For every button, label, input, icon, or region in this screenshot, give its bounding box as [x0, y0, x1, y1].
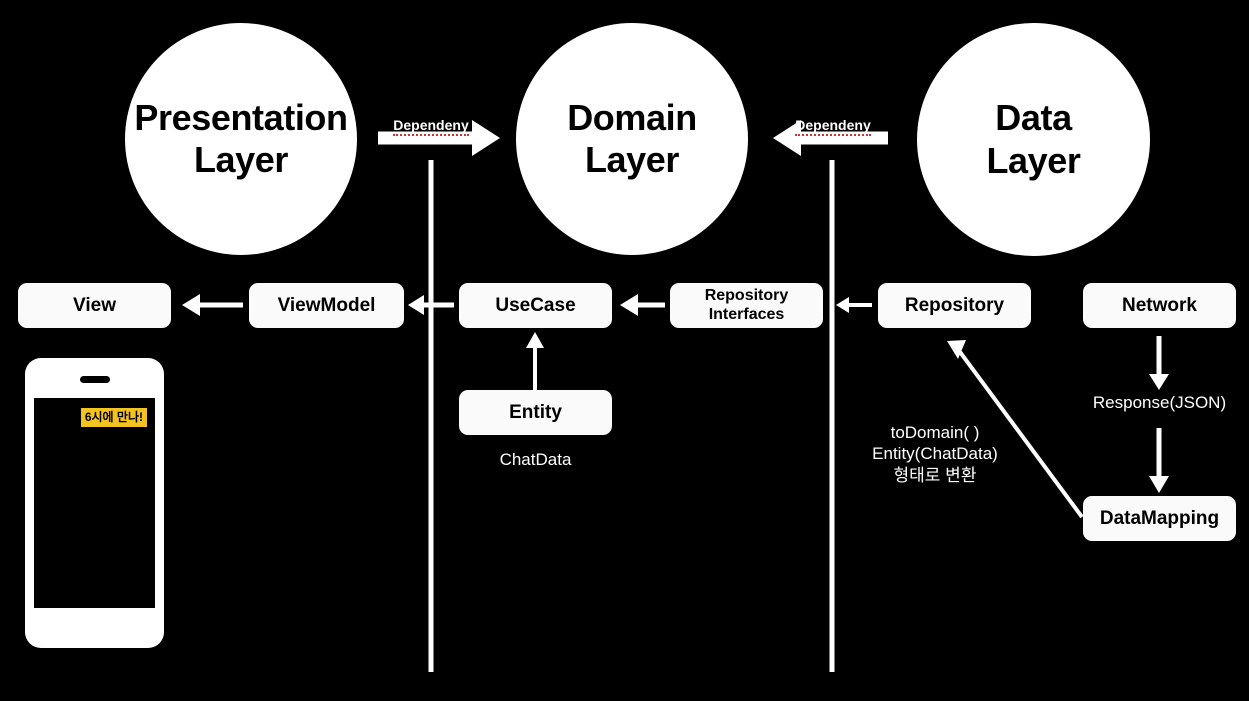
node-entity[interactable]: Entity [459, 390, 612, 435]
node-viewmodel-label: ViewModel [277, 294, 376, 316]
arrow-repository-to-repointerfaces [836, 297, 872, 313]
layer-label-domain: Domain Layer [567, 96, 697, 180]
node-datamapping-label: DataMapping [1099, 507, 1220, 529]
node-entity-label: Entity [509, 401, 562, 423]
arrow-usecase-to-viewmodel [408, 295, 454, 315]
node-usecase-label: UseCase [495, 294, 576, 316]
phone-screen: 6시에 만나! [34, 398, 155, 608]
node-viewmodel[interactable]: ViewModel [249, 283, 404, 328]
node-repository-label: Repository [904, 294, 1005, 316]
node-view-label: View [73, 294, 116, 316]
chat-bubble: 6시에 만나! [80, 408, 147, 427]
layer-circle-domain: Domain Layer [516, 23, 748, 255]
dependency-label-right: Dependeny [783, 99, 883, 136]
layer-circle-presentation: Presentation Layer [125, 23, 357, 255]
node-view[interactable]: View [18, 283, 171, 328]
node-usecase[interactable]: UseCase [459, 283, 612, 328]
entity-caption: ChatData [499, 450, 572, 469]
arrow-repointerfaces-to-usecase [620, 294, 665, 316]
node-datamapping[interactable]: DataMapping [1083, 496, 1236, 541]
node-repository-interfaces-label: Repository Interfaces [704, 287, 789, 323]
arrow-viewmodel-to-view [182, 294, 243, 316]
arrow-response-to-datamapping [1149, 428, 1169, 493]
node-repository[interactable]: Repository [878, 283, 1031, 328]
response-caption: Response(JSON) [1092, 393, 1227, 412]
phone-speaker-icon [79, 376, 110, 383]
arrow-network-to-response [1149, 336, 1169, 390]
phone-mockup: 6시에 만나! [25, 358, 164, 648]
dependency-label-right-text: Dependeny [795, 116, 871, 136]
mapping-note: toDomain( ) Entity(ChatData) 형태로 변환 [872, 423, 998, 485]
layer-label-data: Data Layer [986, 97, 1081, 181]
layer-circle-data: Data Layer [917, 23, 1150, 256]
node-network-label: Network [1122, 294, 1197, 316]
layer-label-presentation: Presentation Layer [134, 96, 348, 180]
arrow-entity-to-usecase [526, 332, 544, 390]
node-repository-interfaces[interactable]: Repository Interfaces [670, 283, 823, 328]
node-network[interactable]: Network [1083, 283, 1236, 328]
dependency-label-left-text: Dependeny [393, 116, 469, 136]
dependency-label-left: Dependeny [381, 99, 481, 136]
